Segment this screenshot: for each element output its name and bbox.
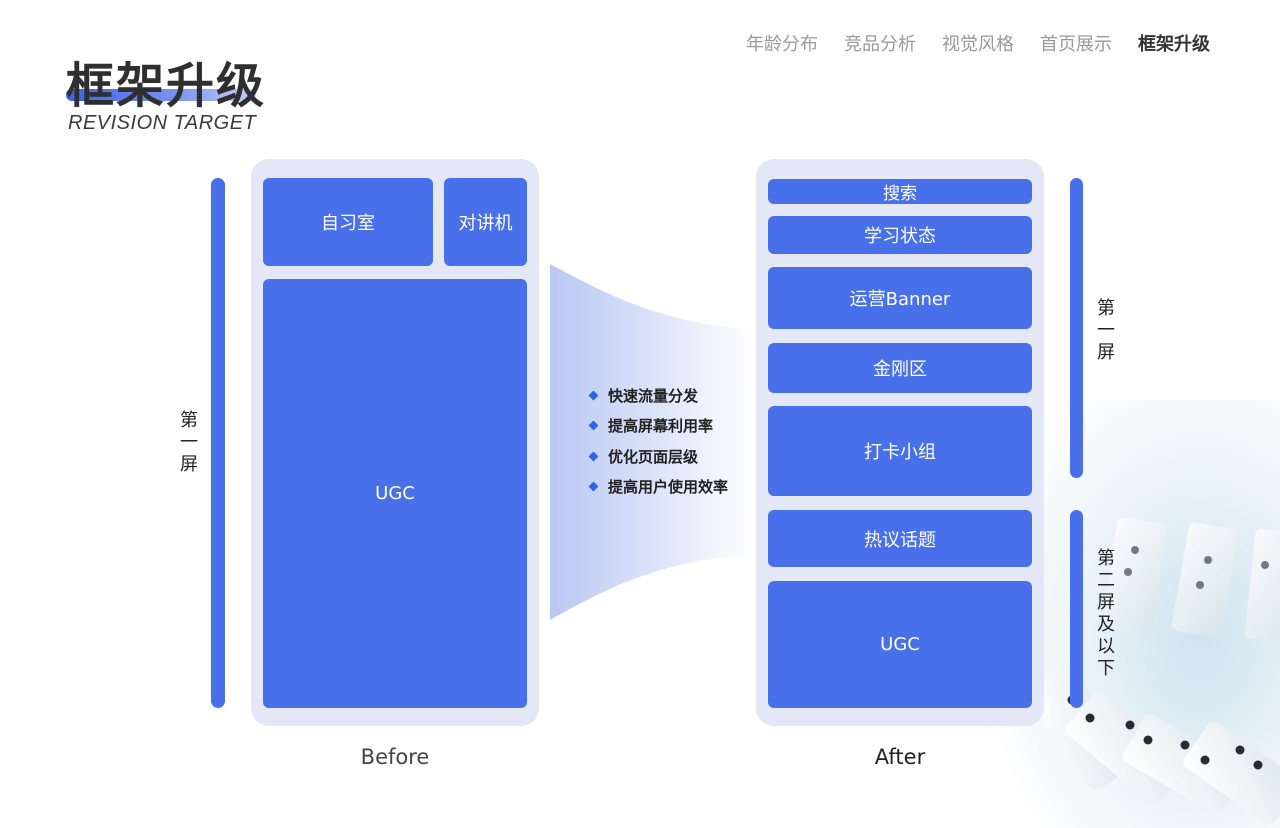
- after-block-ugc: UGC: [768, 581, 1032, 708]
- benefit-text: 提高屏幕利用率: [608, 417, 714, 436]
- after-block-checkin-group: 打卡小组: [768, 406, 1032, 496]
- before-screen-label: 第一屏: [180, 410, 198, 475]
- nav-item-competitor[interactable]: 竞品分析: [844, 34, 916, 55]
- page-title: 框架升级: [66, 58, 267, 114]
- before-block-study-room: 自习室: [263, 178, 433, 266]
- after-first-screen-bar: [1070, 178, 1083, 478]
- after-block-diamond-zone: 金刚区: [768, 343, 1032, 393]
- top-nav: 年龄分布 竞品分析 视觉风格 首页展示 框架升级: [746, 30, 1210, 56]
- before-block-ugc: UGC: [263, 279, 527, 708]
- diamond-icon: [588, 390, 599, 401]
- list-item: 快速流量分发: [588, 380, 728, 411]
- after-block-hot-topics: 热议话题: [768, 510, 1032, 567]
- benefits-list: 快速流量分发 提高屏幕利用率 优化页面层级 提高用户使用效率: [588, 380, 729, 503]
- after-block-study-status: 学习状态: [768, 216, 1032, 254]
- nav-item-age[interactable]: 年龄分布: [746, 34, 818, 55]
- list-item: 优化页面层级: [588, 441, 728, 472]
- after-block-search: 搜索: [768, 179, 1032, 204]
- list-item: 提高用户使用效率: [588, 472, 729, 503]
- title-underline: [66, 89, 256, 101]
- nav-item-home[interactable]: 首页展示: [1040, 34, 1112, 55]
- after-second-screen-label: 第二屏及以下: [1097, 548, 1115, 679]
- nav-item-visual[interactable]: 视觉风格: [942, 34, 1014, 55]
- list-item: 提高屏幕利用率: [588, 411, 728, 442]
- after-second-screen-bar: [1070, 510, 1083, 708]
- before-caption: Before: [360, 745, 430, 769]
- benefit-text: 优化页面层级: [608, 447, 699, 466]
- after-block-banner: 运营Banner: [768, 267, 1032, 329]
- page-subtitle: REVISION TARGET: [68, 112, 257, 134]
- transition-funnel: [550, 264, 758, 620]
- nav-item-framework[interactable]: 框架升级: [1138, 34, 1210, 55]
- diamond-icon: [588, 451, 599, 462]
- benefit-text: 提高用户使用效率: [608, 478, 729, 497]
- before-screen-bar: [211, 178, 225, 708]
- after-caption: After: [874, 745, 926, 769]
- after-first-screen-label: 第一屏: [1097, 298, 1115, 363]
- diamond-icon: [588, 420, 599, 431]
- before-block-walkie-talkie: 对讲机: [444, 178, 527, 266]
- benefit-text: 快速流量分发: [608, 386, 699, 405]
- diamond-icon: [588, 481, 599, 492]
